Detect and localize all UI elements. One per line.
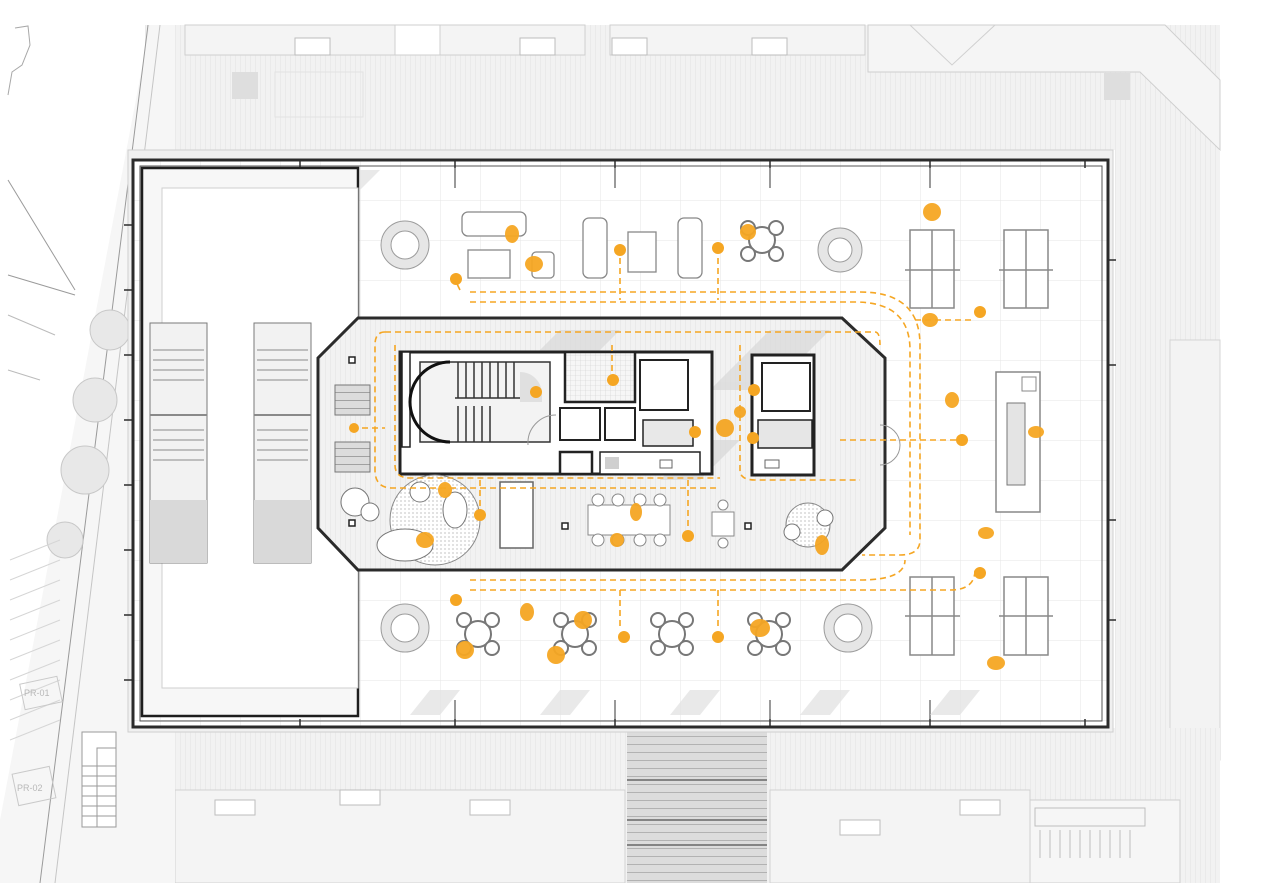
parking-stripes <box>9 539 61 741</box>
central-core <box>316 316 901 572</box>
tree-group <box>46 309 131 559</box>
site-context: PR-01 PR-02 <box>0 24 1221 883</box>
stair-core <box>408 360 551 444</box>
office-furniture <box>380 211 1053 656</box>
label-pr01: PR-01 <box>24 688 50 698</box>
circulation-markers <box>349 242 986 643</box>
stair-small <box>81 731 117 828</box>
lounge-rug <box>340 474 481 566</box>
bike-rack-left <box>149 322 312 564</box>
bike-rack <box>1034 807 1146 858</box>
entry-stair <box>627 728 767 883</box>
dining-table <box>587 493 735 549</box>
reception-counter <box>995 371 1041 513</box>
people-figures <box>416 203 1044 670</box>
desk-pairs <box>905 229 1053 656</box>
label-pr02: PR-02 <box>17 783 43 793</box>
